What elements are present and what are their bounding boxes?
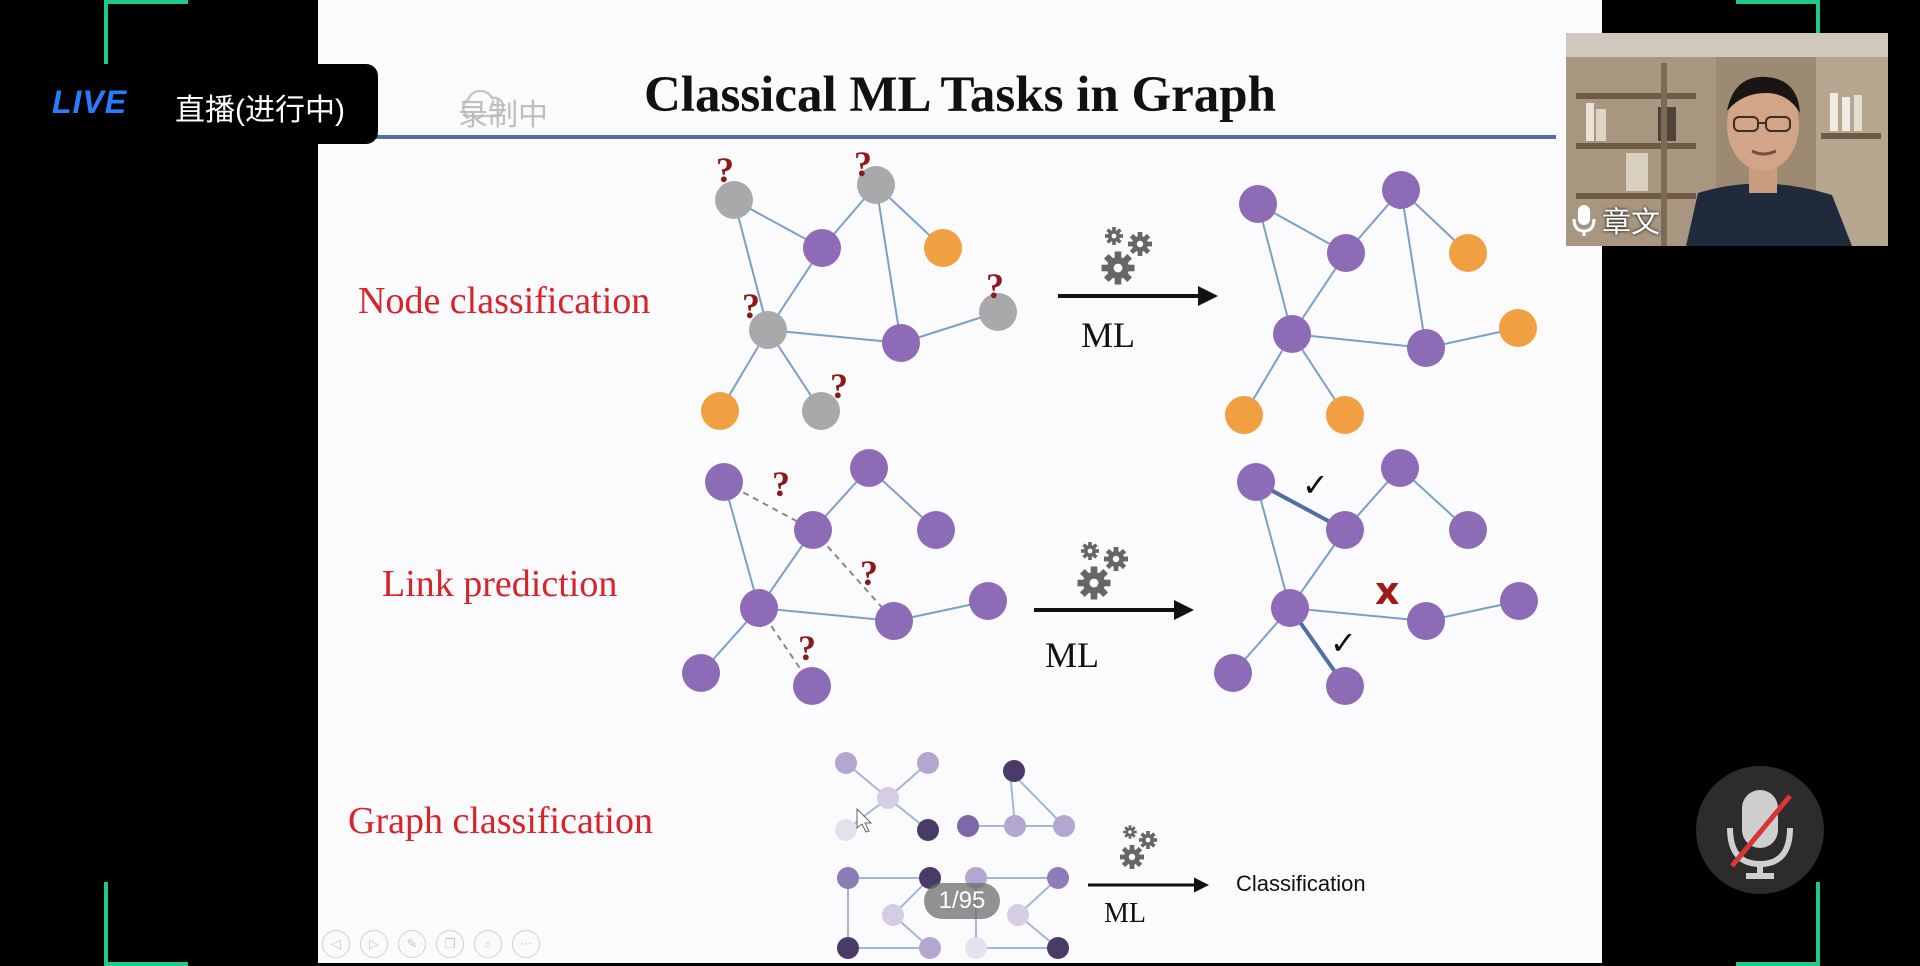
participant-name: 章文 [1602,207,1661,239]
gear-icon [1077,542,1128,600]
ml-label: ML [1045,635,1099,675]
graph-classification-small-graphs [845,762,1065,949]
node-classification-input-nodes [701,166,1017,430]
check-mark-icon: ✓ [1330,624,1357,662]
mic-muted-icon [1727,790,1793,879]
mute-button[interactable] [1696,766,1824,894]
webcam-video[interactable]: 章文 [1566,33,1888,246]
gear-icon [1101,227,1152,285]
frame-corner-bottom-left [104,882,188,966]
question-mark: ? [742,286,760,326]
ml-label: ML [1081,315,1135,355]
cloud-icon [461,90,504,118]
live-label: LIVE [52,84,128,120]
prev-icon[interactable]: ◁ [322,930,350,958]
graph-classification-nodes [835,752,1075,959]
participant-label: 章文 [1572,199,1660,241]
cross-mark-icon: x [1375,569,1400,613]
zoom-icon[interactable]: ⌕ [474,930,502,958]
classification-label: Classification [1236,871,1366,896]
more-icon[interactable]: ⋯ [512,930,540,958]
question-mark: ? [860,553,878,593]
question-mark: ? [854,144,872,184]
presentation-slide: ? ? ? ? ? [318,0,1602,963]
slide-diagram: ? ? ? ? ? [682,144,1538,959]
next-icon[interactable]: ▷ [360,930,388,958]
task-label-graph-classification: Graph classification [348,800,653,842]
gear-icon [1120,825,1157,869]
question-mark: ? [798,628,816,668]
slide-title: Classical ML Tasks in Graph [643,67,1277,123]
task-label-node-classification: Node classification [358,280,651,322]
frame-corner-bottom-right [1736,882,1820,966]
webcam-scene [1566,33,1888,246]
frame-corner-top-right [1736,0,1820,34]
live-badge: LIVE 直播(进行中) [0,64,378,144]
copy-icon[interactable]: ❐ [436,930,464,958]
link-prediction-output-nodes [1214,449,1538,705]
recording-indicator: 录制中 [458,90,548,134]
node-classification-input-graph [719,184,999,412]
title-rule [374,135,1556,139]
node-classification-output-graph [1243,189,1519,416]
ml-label: ML [1104,898,1146,929]
check-mark-icon: ✓ [1302,466,1329,504]
link-prediction-input-graph [700,467,989,674]
live-status: 直播(进行中) [175,94,345,127]
task-label-link-prediction: Link prediction [382,563,618,605]
question-mark: ? [986,266,1004,306]
slide-nav-toolbar: ◁ ▷ ✎ ❐ ⌕ ⋯ [322,930,540,958]
page-indicator: 1/95 [924,883,1000,919]
link-prediction-input-nodes [682,449,1007,705]
frame-corner-top-left [104,0,188,66]
mouse-cursor-icon [856,807,873,833]
node-classification-output-nodes [1225,171,1537,434]
question-mark: ? [772,464,790,504]
pen-icon[interactable]: ✎ [398,930,426,958]
question-mark: ? [830,366,848,406]
mic-icon [1572,205,1596,236]
question-mark: ? [716,150,734,190]
